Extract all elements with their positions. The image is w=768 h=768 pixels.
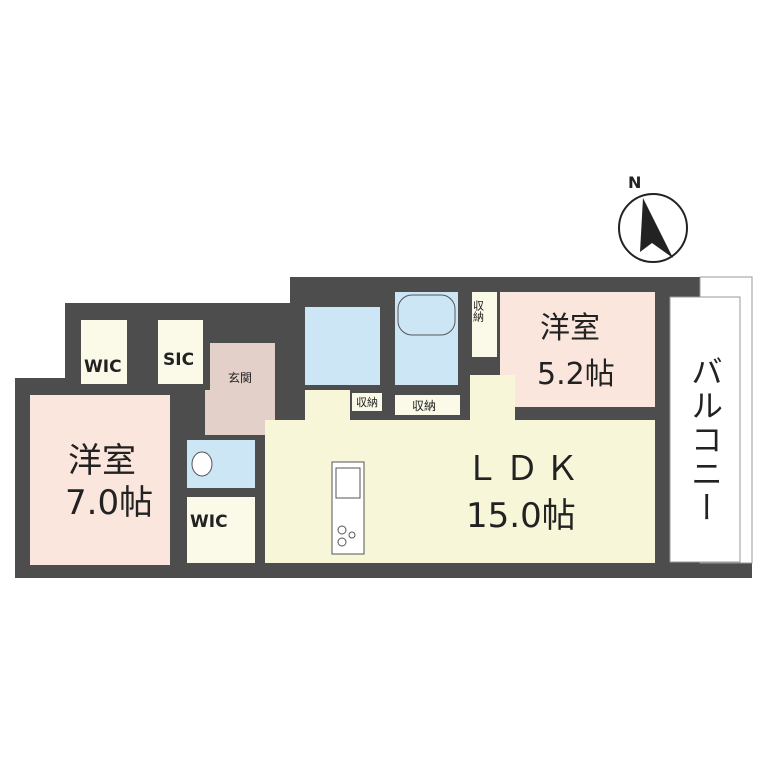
storage-hall [395, 395, 460, 415]
sink-icon [335, 467, 361, 499]
western-room-left [30, 395, 170, 565]
ldk [265, 420, 655, 563]
wic-bottom-label: WIC [190, 512, 228, 532]
balcony [669, 296, 741, 563]
compass: N [618, 173, 688, 263]
western-right-size: 5.2帖 [537, 357, 615, 392]
compass-label: N [628, 173, 641, 192]
wic-top-label: WIC [84, 357, 122, 377]
storage-hall-label: 収納 [412, 399, 436, 413]
toilet-icon [191, 451, 213, 477]
ldk-name: ＬＤＫ [465, 449, 585, 489]
storage-small-label: 収納 [356, 396, 378, 409]
balcony-label: バルコニー [686, 355, 724, 525]
western-room-right [500, 292, 655, 407]
western-left-size: 7.0帖 [65, 483, 153, 523]
washroom [305, 307, 380, 385]
north-arrow-icon [640, 198, 673, 258]
sic [158, 320, 203, 384]
western-left-name: 洋室 [68, 441, 136, 481]
ldk-size: 15.0帖 [466, 496, 576, 536]
stove-icon [337, 525, 356, 547]
hall [205, 390, 275, 435]
storage-small [352, 393, 382, 411]
storage-right [472, 292, 497, 357]
entrance [210, 343, 275, 393]
wic-top [81, 320, 127, 384]
storage-right-label: 収納 [472, 300, 485, 323]
entrance-label: 玄関 [228, 370, 252, 385]
bathtub-icon [397, 294, 456, 336]
wic-bottom [187, 497, 255, 563]
western-right-name: 洋室 [540, 311, 600, 346]
sic-label: SIC [163, 350, 194, 370]
